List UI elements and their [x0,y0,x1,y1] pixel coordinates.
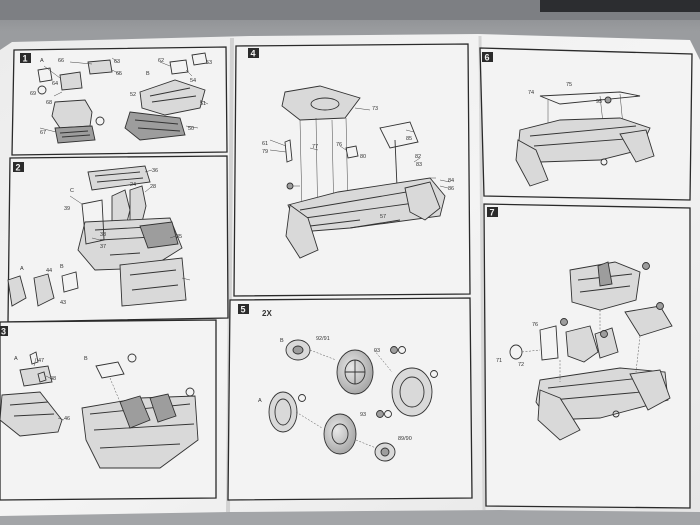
part-number-label: 76 [532,322,538,328]
part-number-label: 82 [415,154,421,160]
part-number-label: 73 [372,106,378,112]
part-number-label: B [280,338,284,344]
part-number-label: 35 [176,234,182,240]
part-number-label: 83 [416,162,422,168]
step-4-number: 4 [251,49,256,59]
part-number-label: 72 [518,362,524,368]
step-5-panel: 5 2X B 92/91 93 A 93 89/90 [227,297,473,501]
part-number-label: 24 [130,182,136,188]
part-number-label: A [258,398,262,404]
part-number-label: 38 [100,232,106,238]
step-5-number: 5 [241,305,246,315]
step-1-panel: 1 A 66 63 65 64 69 68 67 62 B 53 [11,46,228,156]
part-number-label: 48 [50,376,56,382]
step-2-labels: C 36 24 28 39 38 37 35 A 44 B 43 [20,168,182,306]
part-number-label: 62 [158,58,164,64]
part-number-label: 47 [38,358,44,364]
part-number-label: 75 [566,82,572,88]
step-3-panel: 3 A 47 48 46 B [0,319,217,501]
part-number-label: 66 [58,58,64,64]
part-number-label: A [20,266,24,272]
part-number-label: 44 [46,268,52,274]
step-7-panel: 7 76 71 72 [483,203,691,509]
part-number-label: 50 [188,126,194,132]
step-1-labels: A 66 63 65 64 69 68 67 62 B 53 54 52 51 … [30,58,212,136]
part-number-label: 51 [200,101,206,107]
part-number-label: 36 [152,168,158,174]
part-number-label: 86 [448,186,454,192]
part-number-label: 63 [114,59,120,65]
part-number-label: 54 [190,78,196,84]
step-6-labels: 74 75 95 [528,82,602,105]
part-number-label: 68 [46,100,52,106]
part-number-label: 79 [262,149,268,155]
part-number-label: B [84,356,88,362]
part-number-label: B [146,71,150,77]
part-number-label: 95 [596,99,602,105]
part-number-label: 57 [380,214,386,220]
step-3-number: 3 [1,327,6,337]
part-number-label: 84 [448,178,454,184]
step-6-number: 6 [485,53,490,63]
part-number-label: 89/90 [398,436,412,442]
step-3-labels: A 47 48 46 B [14,356,88,422]
step-5-labels: B 92/91 93 A 93 89/90 [258,336,412,442]
step-7-labels: 76 71 72 [496,322,538,368]
step-6-panel: 6 74 75 95 [479,47,693,201]
part-number-label: A [40,58,44,64]
part-number-label: 71 [496,358,502,364]
part-number-label: 64 [52,81,58,87]
background-dark-object [540,0,700,12]
part-number-label: 39 [64,206,70,212]
part-number-label: 43 [60,300,66,306]
part-number-label: 52 [130,92,136,98]
part-number-label: 80 [360,154,366,160]
step-5-quantity: 2X [262,309,272,318]
part-number-label: 92/91 [316,336,330,342]
step-7-number: 7 [490,208,495,218]
part-number-label: C [70,188,74,194]
part-number-label: 93 [374,348,380,354]
part-number-label: 85 [406,136,412,142]
fold-line-right [478,35,486,511]
part-number-label: B [60,264,64,270]
part-number-label: 53 [206,60,212,66]
step-1-number: 1 [23,54,28,64]
background-surface [0,0,700,20]
part-number-label: 76 [336,142,342,148]
part-number-label: 28 [150,184,156,190]
part-number-label: 93 [360,412,366,418]
part-number-label: 65 [116,71,122,77]
part-number-label: 69 [30,91,36,97]
part-number-label: A [14,356,18,362]
part-number-label: 37 [100,244,106,250]
part-number-label: 67 [40,130,46,136]
part-number-label: 77 [312,144,318,150]
step-4-labels: 73 61 79 77 76 80 85 82 83 84 86 57 [262,106,454,220]
step-2-number: 2 [16,163,21,173]
step-4-panel: 4 73 61 79 77 76 80 85 82 83 84 86 [233,43,471,297]
part-number-label: 46 [64,416,70,422]
part-number-label: 74 [528,90,534,96]
part-number-label: 61 [262,141,268,147]
step-2-panel: 2 C 36 24 28 39 38 37 35 A 44 B [7,155,229,323]
